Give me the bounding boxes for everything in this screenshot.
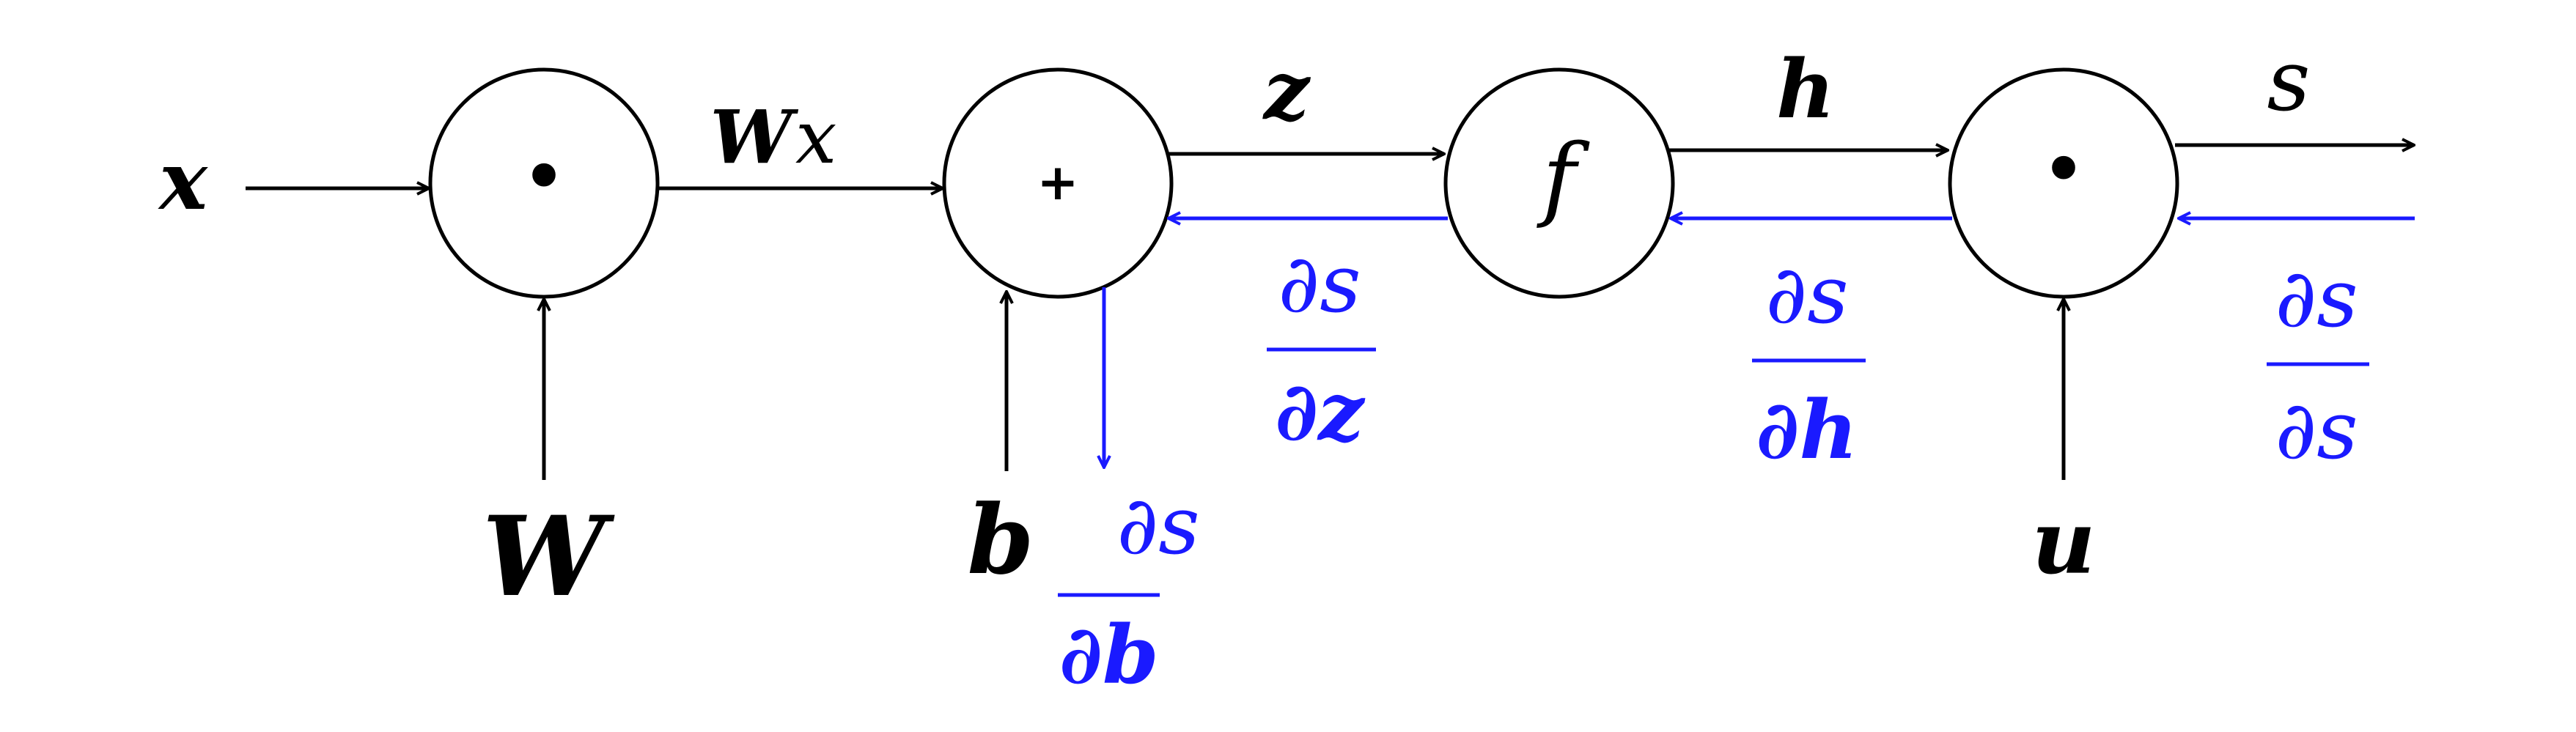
node-mult1-label: • (523, 138, 565, 215)
input-b-label: b (968, 484, 1034, 596)
grad-ds-dh: ∂s ∂h (1752, 248, 1866, 477)
edge-z-label: z (1262, 43, 1311, 138)
input-u-label: u (2031, 491, 2095, 594)
node-add: + (942, 67, 1174, 299)
input-x-label: x (158, 133, 208, 228)
node-mult2-label: • (2042, 131, 2085, 208)
node-f-label: f (1537, 125, 1590, 231)
grad-ds-db-numerator: ∂s (1116, 478, 1199, 572)
node-f-circle (1443, 67, 1675, 299)
input-W-label: W (482, 492, 615, 621)
grad-ds-dz-denominator: ∂z (1275, 364, 1366, 459)
node-add-circle (942, 67, 1174, 299)
grad-ds-db-denominator: ∂b (1059, 607, 1159, 702)
grad-ds-dz-numerator: ∂s (1278, 237, 1361, 330)
grad-ds-ds-denominator: ∂s (2275, 383, 2358, 477)
node-mult2-circle (1948, 67, 2179, 299)
grad-ds-db: ∂s ∂b (1058, 478, 1200, 702)
node-mult1: • (428, 67, 660, 299)
grad-ds-ds: ∂s ∂s (2267, 251, 2369, 477)
grad-ds-dz: ∂s ∂z (1267, 237, 1376, 459)
node-mult1-circle (428, 67, 660, 299)
node-f: f (1443, 67, 1675, 299)
node-add-label: + (1037, 154, 1079, 212)
node-mult2: • (1948, 67, 2179, 299)
grad-ds-dh-numerator: ∂s (1765, 248, 1848, 341)
edge-h-label: h (1776, 42, 1835, 136)
grad-ds-ds-numerator: ∂s (2275, 251, 2358, 345)
edge-s-label: s (2267, 32, 2310, 130)
grad-ds-dh-denominator: ∂h (1756, 382, 1858, 477)
edge-Wx-label: Wx (710, 94, 837, 180)
edge-Wx-label-W: W (710, 94, 799, 180)
edge-Wx-label-x: x (795, 95, 836, 180)
